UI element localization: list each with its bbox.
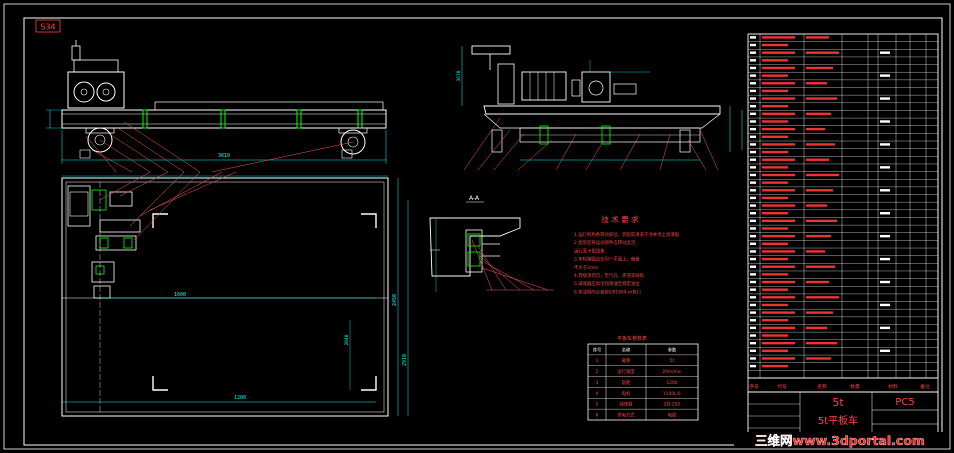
section-leaders (471, 239, 554, 291)
watermark: 三维网www.3dportal.com (755, 433, 925, 448)
parameter-cell: ZQ-250 (664, 402, 680, 408)
parameter-rows: 序号 名称 参数 1 载重 5t 2 运行速度 20m/min 3 轨距 1200 4 电机 Y100L-6… (588, 346, 698, 419)
parameter-cell: 序号 (593, 346, 602, 353)
parameter-cell: 参数 (668, 346, 677, 353)
parameter-cell: 4 (596, 391, 599, 397)
parts-list: 序号 代号 名称 数量 材料 备注 (747, 33, 939, 393)
parts-list-header-cell: 数量 (850, 383, 860, 390)
requirement-line: 6.未注明的公差按GB1804-m执行 (574, 288, 642, 295)
section-label: A-A (469, 195, 480, 202)
front-length-dim: 3610 (218, 153, 230, 159)
title-name-line-1: 5t (832, 396, 844, 409)
parameter-cell: 5t (670, 358, 675, 364)
plan-vertical-dim: 2040 (344, 334, 350, 345)
requirement-line: 运行无卡阻现象 (574, 247, 605, 254)
right-height-dim: 1670 (456, 70, 462, 81)
parts-list-header-cell: 代号 (777, 383, 787, 390)
drawing-code: PC5 (895, 397, 914, 408)
corner-code-box (35, 19, 61, 33)
parameter-cell: 供电方式 (617, 412, 635, 419)
parts-list-header-cell: 材料 (888, 383, 898, 390)
requirement-line: 3.车轮踏面应在同一平面上，偏差 (574, 256, 640, 263)
plan-view-leaders (99, 171, 237, 241)
parameter-cell: 载重 (622, 357, 631, 364)
requirement-line: 不大于2mm (574, 264, 599, 271)
parameter-cell: 减速器 (620, 401, 634, 408)
parameter-cell: 1 (596, 358, 599, 364)
parts-list-header-cell: 名称 (817, 383, 827, 390)
corner-code: S34 (40, 23, 55, 32)
plan-width-dim: 2450 (392, 294, 398, 306)
requirements-lines: 1.运行机构各转动部位，装配前清洗干净并涂上润滑脂2.组装后各运动部件应转动灵活… (574, 231, 680, 295)
parts-list-header-cell: 序号 (749, 383, 759, 390)
parameter-cell: 1200 (667, 380, 678, 386)
plan-inner-dim: 1200 (234, 395, 246, 401)
plan-side-dim: 1600 (174, 292, 186, 298)
requirement-line: 2.组装后各运动部件应转动灵活 (574, 239, 636, 246)
parts-list-header: 序号 代号 名称 数量 材料 备注 (749, 383, 930, 390)
requirement-line: 4.焊缝须均匀，无气孔、夹渣等缺陷 (574, 272, 644, 279)
technical-requirements: 技 术 要 求 1.运行机构各转动部位，装配前清洗干净并涂上润滑脂2.组装后各运… (574, 214, 680, 295)
parameter-cell: 20m/min (662, 369, 681, 375)
parameter-cell: Y100L-6 (662, 391, 681, 397)
parameter-cell: 2 (596, 369, 599, 375)
parameter-cell: 6 (596, 413, 599, 419)
parameter-cell: 5 (596, 402, 599, 408)
parameter-cell: 名称 (622, 346, 631, 353)
plan-length-dim: 2910 (402, 354, 408, 366)
parameter-cell: 3 (596, 380, 599, 386)
requirement-line: 5.减速器应加注润滑油至规定油位 (574, 280, 640, 287)
plan-view: 1200 1600 2450 2910 2040 (61, 175, 409, 417)
parameter-table-title: 平板车参数表 (617, 335, 647, 342)
section-a-a: A-A (429, 195, 521, 292)
side-view: 1670 (456, 45, 743, 161)
side-view-leaders (463, 117, 719, 171)
parts-list-header-cell: 备注 (920, 383, 930, 390)
requirement-line: 1.运行机构各转动部位，装配前清洗干净并涂上润滑脂 (574, 231, 680, 238)
inner-border (23, 17, 943, 446)
title-name-line-2: 5t平板车 (818, 414, 858, 427)
parameter-cell: 轨距 (622, 379, 631, 386)
parameter-cell: 电机 (622, 390, 631, 397)
parameter-cell: 电缆 (668, 412, 677, 419)
front-view: 3610 (46, 40, 387, 164)
parameter-cell: 运行速度 (617, 368, 635, 375)
front-view-leaders (85, 121, 354, 173)
outer-border (3, 3, 951, 450)
parameter-table: 平板车参数表 序号 名称 参数 1 载重 5t 2 运行速度 20m/min 3 轨距 1200 4 电机… (587, 335, 699, 421)
requirements-title: 技 术 要 求 (601, 214, 639, 224)
